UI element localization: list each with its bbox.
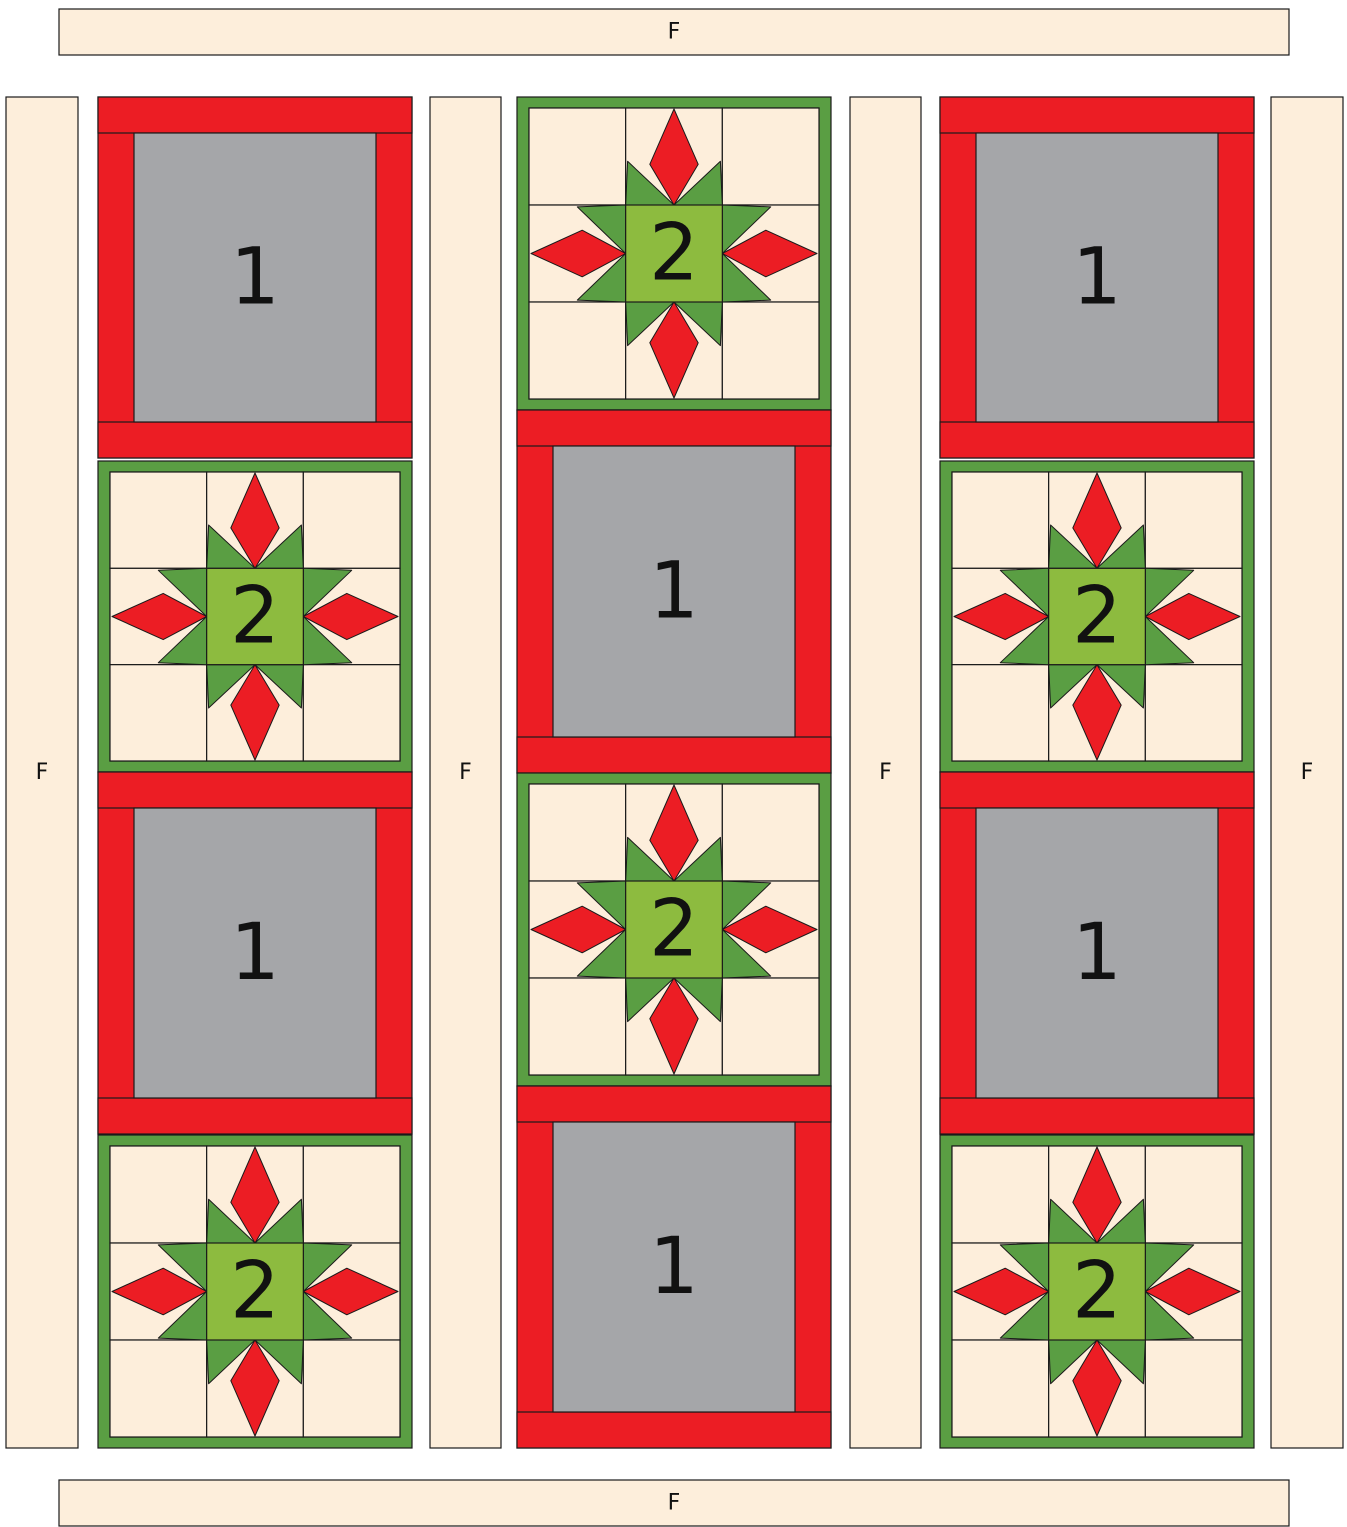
- frame-block: 1: [98, 772, 412, 1134]
- sashing-strip-right: F: [1271, 97, 1343, 1448]
- sashing-label: F: [459, 760, 472, 785]
- block-number-label: 2: [230, 1247, 280, 1337]
- star-grid-cell: [303, 472, 400, 568]
- sashing-label: F: [879, 760, 892, 785]
- sashing-strip-inner-left: F: [430, 97, 501, 1448]
- block-number-label: 2: [1072, 572, 1122, 662]
- star-block: 2: [517, 773, 831, 1086]
- red-frame-top-strip: [517, 410, 831, 446]
- block-number-label: 2: [230, 572, 280, 662]
- star-grid-cell: [303, 1146, 400, 1243]
- star-grid-cell: [1145, 1340, 1242, 1437]
- star-grid-cell: [1145, 665, 1242, 761]
- sashing-label: F: [36, 760, 49, 785]
- sashing-strip-inner-right: F: [850, 97, 921, 1448]
- star-block: 2: [98, 461, 412, 772]
- frame-block: 1: [940, 97, 1254, 458]
- red-frame-bottom-strip: [517, 1412, 831, 1448]
- star-grid-cell: [303, 665, 400, 761]
- star-grid-cell: [303, 1340, 400, 1437]
- block-number-label: 1: [649, 547, 699, 637]
- block-column-left: 1 2 1 2: [98, 97, 412, 1448]
- star-block: 2: [517, 97, 831, 410]
- star-grid-cell: [110, 665, 207, 761]
- block-number-label: 1: [649, 1222, 699, 1312]
- block-number-label: 1: [1072, 233, 1122, 323]
- star-grid-cell: [952, 1340, 1049, 1437]
- sashing-strip-left: F: [6, 97, 78, 1448]
- red-frame-top-strip: [940, 97, 1254, 133]
- block-number-label: 2: [649, 885, 699, 975]
- sashing-strip-top: F: [59, 9, 1289, 55]
- star-grid-cell: [1145, 472, 1242, 568]
- star-grid-cell: [952, 1146, 1049, 1243]
- star-grid-cell: [110, 1340, 207, 1437]
- star-grid-cell: [529, 784, 626, 881]
- red-frame-bottom-strip: [98, 1098, 412, 1134]
- red-frame-bottom-strip: [940, 1098, 1254, 1134]
- star-grid-cell: [529, 978, 626, 1075]
- frame-block: 1: [940, 772, 1254, 1134]
- star-grid-cell: [722, 784, 819, 881]
- sashing-label: F: [668, 1491, 681, 1516]
- block-number-label: 2: [649, 209, 699, 299]
- star-grid-cell: [722, 108, 819, 205]
- block-number-label: 1: [230, 908, 280, 998]
- block-number-label: 2: [1072, 1247, 1122, 1337]
- star-grid-cell: [110, 1146, 207, 1243]
- red-frame-top-strip: [940, 772, 1254, 808]
- star-grid-cell: [529, 108, 626, 205]
- star-grid-cell: [722, 302, 819, 399]
- red-frame-bottom-strip: [517, 737, 831, 773]
- sashing-label: F: [668, 20, 681, 45]
- red-frame-top-strip: [517, 1086, 831, 1122]
- block-column-center: 2 1 2 1: [517, 97, 831, 1448]
- red-frame-bottom-strip: [98, 422, 412, 458]
- red-frame-top-strip: [98, 772, 412, 808]
- sashing-label: F: [1301, 760, 1314, 785]
- star-grid-cell: [952, 665, 1049, 761]
- block-column-right: 1 2 1 2: [940, 97, 1254, 1448]
- star-grid-cell: [110, 472, 207, 568]
- red-frame-bottom-strip: [940, 422, 1254, 458]
- red-frame-top-strip: [98, 97, 412, 133]
- star-grid-cell: [952, 472, 1049, 568]
- star-grid-cell: [1145, 1146, 1242, 1243]
- frame-block: 1: [517, 1086, 831, 1448]
- sashing-strip-bottom: F: [59, 1480, 1289, 1526]
- block-number-label: 1: [1072, 908, 1122, 998]
- star-grid-cell: [722, 978, 819, 1075]
- frame-block: 1: [98, 97, 412, 458]
- star-block: 2: [940, 461, 1254, 772]
- star-block: 2: [98, 1135, 412, 1448]
- star-grid-cell: [529, 302, 626, 399]
- frame-block: 1: [517, 410, 831, 773]
- star-block: 2: [940, 1135, 1254, 1448]
- block-number-label: 1: [230, 233, 280, 323]
